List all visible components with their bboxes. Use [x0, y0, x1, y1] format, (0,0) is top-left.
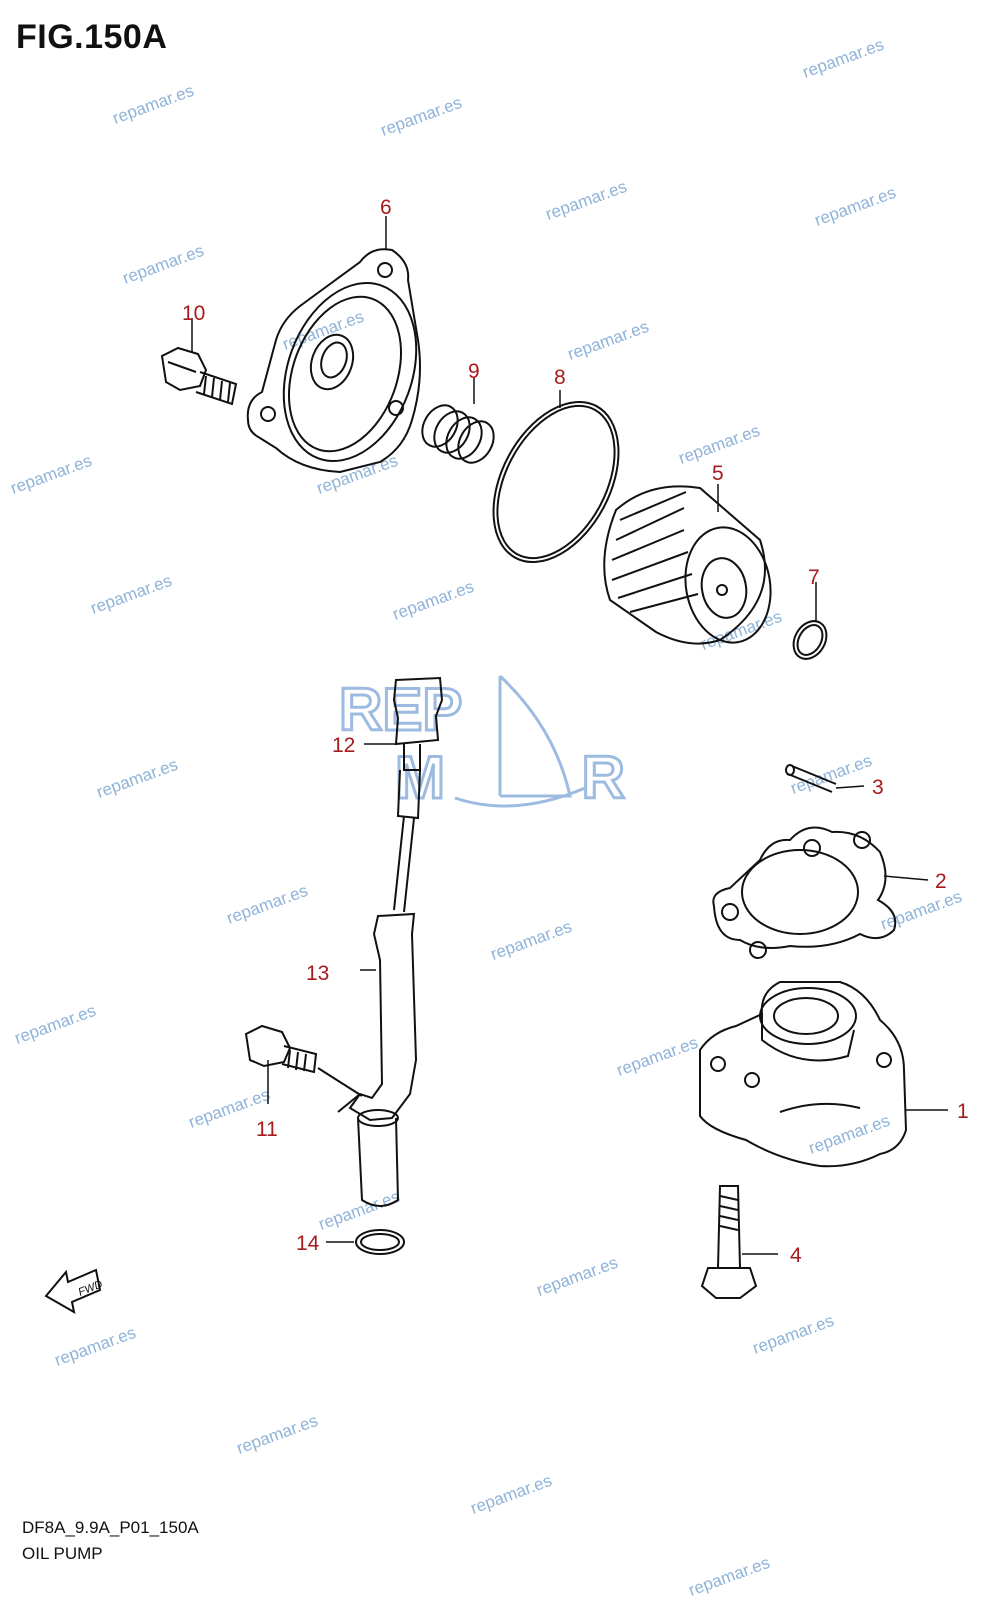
part-12-oil-strainer-pipe[interactable]	[392, 676, 444, 913]
callout-4[interactable]: 4	[790, 1244, 802, 1267]
callout-14[interactable]: 14	[296, 1232, 320, 1255]
callout-13[interactable]: 13	[306, 962, 330, 985]
callout-5[interactable]: 5	[712, 462, 724, 485]
part-5-oil-filter[interactable]	[603, 485, 779, 649]
callout-8[interactable]: 8	[554, 366, 566, 389]
callout-1[interactable]: 1	[957, 1100, 969, 1123]
callout-11[interactable]: 11	[256, 1118, 278, 1141]
fwd-arrow-icon	[44, 1268, 102, 1314]
figure-code: DF8A_9.9A_P01_150A	[22, 1518, 199, 1537]
figure-title: FIG.150A	[16, 18, 168, 56]
part-3-pin[interactable]	[785, 764, 837, 793]
part-4-bolt[interactable]	[700, 1185, 758, 1299]
callout-9[interactable]: 9	[468, 360, 480, 383]
leader-lines	[191, 216, 948, 1255]
part-10-bolt[interactable]	[160, 346, 238, 406]
part-14-o-ring[interactable]	[355, 1229, 405, 1255]
logo-wave	[454, 786, 586, 808]
part-1-oil-pump[interactable]	[699, 981, 908, 1168]
logo-text-bottom: M R	[395, 744, 645, 811]
callout-12[interactable]: 12	[332, 734, 356, 757]
figure-name: OIL PUMP	[22, 1544, 103, 1563]
part-2-gasket[interactable]	[712, 826, 897, 959]
part-8-o-ring[interactable]	[468, 381, 644, 584]
repamar-logo: REP M R	[338, 674, 645, 813]
logo-text-top: REP	[339, 676, 462, 743]
part-7-o-ring[interactable]	[787, 615, 833, 665]
part-13-pipe-end[interactable]	[357, 1109, 400, 1207]
callout-3[interactable]: 3	[872, 776, 884, 799]
callout-6[interactable]: 6	[380, 196, 392, 219]
part-6-cover[interactable]	[246, 248, 440, 479]
fwd-label: FWD	[77, 1278, 105, 1299]
logo-sail	[498, 674, 572, 798]
callout-7[interactable]: 7	[808, 566, 820, 589]
part-9-spring[interactable]	[415, 399, 501, 469]
part-11-bolt[interactable]	[244, 1024, 318, 1074]
callout-10[interactable]: 10	[182, 302, 206, 325]
callout-2[interactable]: 2	[935, 870, 947, 893]
